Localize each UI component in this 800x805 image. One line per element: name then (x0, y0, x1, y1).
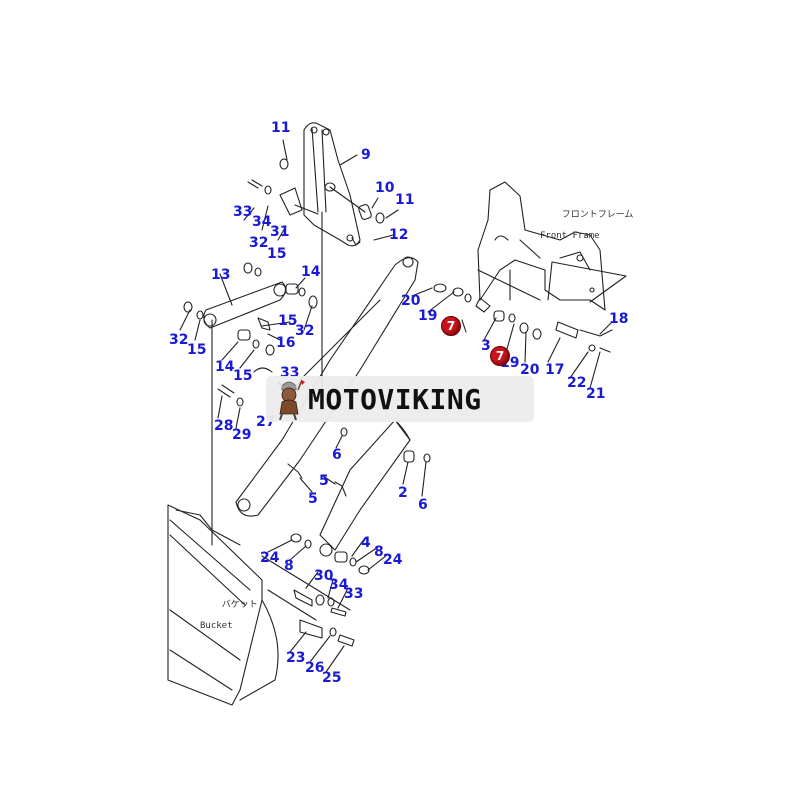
part-number-label: 15 (278, 313, 298, 329)
part-number-label: 28 (214, 418, 234, 434)
part-number-label: 6 (332, 447, 342, 463)
part-number-label: 18 (609, 311, 629, 327)
bucket-label-jp: バケット (221, 600, 258, 611)
part-number-label: 21 (586, 386, 606, 402)
part-number-label: 10 (375, 180, 395, 196)
part-number-label: 19 (418, 308, 438, 324)
front-frame (477, 181, 627, 311)
watermark-banner: MOTOVIKING (266, 376, 534, 422)
part-number-label: 20 (401, 293, 421, 309)
viking-mascot-icon (277, 379, 305, 420)
part-number-label: 25 (322, 670, 342, 686)
bucket (167, 504, 279, 706)
part-number-label: 4 (361, 535, 371, 551)
part-number-label: 5 (308, 491, 318, 507)
part-number-label: 8 (284, 558, 294, 574)
part-number-label: 29 (232, 427, 252, 443)
part-number-label: 11 (395, 192, 415, 208)
part-number-label: 16 (276, 335, 296, 351)
part-number-label: 5 (319, 473, 329, 489)
watermark-text: MOTOVIKING (308, 383, 482, 416)
part-number-label: 32 (249, 235, 269, 251)
part-number-label: 33 (233, 204, 253, 220)
lift-arm (235, 256, 419, 557)
part-number-label: 9 (361, 147, 371, 163)
part-number-label: 33 (344, 586, 364, 602)
part-number-label: 32 (169, 332, 189, 348)
part-number-label: 34 (329, 577, 349, 593)
part-number-label: 15 (267, 246, 287, 262)
part-number-label: 14 (215, 359, 235, 375)
bucket-caption: バケット Bucket (200, 590, 258, 642)
part-number-label: 20 (520, 362, 540, 378)
part-number-label: 3 (481, 338, 491, 354)
part-number-label: 24 (383, 552, 403, 568)
part-number-label: 26 (305, 660, 325, 676)
front-frame-caption: フロントフレーム Front Frame (540, 200, 633, 252)
part-number-label: 22 (567, 375, 587, 391)
link-part-13 (203, 281, 287, 329)
part-number-label: 23 (286, 650, 306, 666)
part-number-label: 2 (398, 485, 408, 501)
bell-crank-part-9 (303, 122, 366, 247)
front-frame-label-jp: フロントフレーム (561, 210, 634, 221)
callout-marker-badge: 7 (441, 316, 461, 336)
part-number-label: 8 (374, 544, 384, 560)
part-number-label: 31 (270, 224, 290, 240)
part-number-label: 15 (233, 368, 253, 384)
part-number-label: 14 (301, 264, 321, 280)
bucket-label-en: Bucket (200, 621, 233, 632)
part-number-label: 24 (260, 550, 280, 566)
part-number-label: 32 (295, 323, 315, 339)
part-number-label: 12 (389, 227, 409, 243)
part-number-label: 15 (187, 342, 207, 358)
front-frame-label-en: Front Frame (540, 231, 600, 242)
part-number-label: 17 (545, 362, 565, 378)
part-number-label: 34 (252, 214, 272, 230)
part-number-label: 11 (271, 120, 291, 136)
part-number-label: 6 (418, 497, 428, 513)
part-number-label: 30 (314, 568, 334, 584)
callout-marker-badge: 7 (490, 346, 510, 366)
part-number-label: 13 (211, 267, 231, 283)
